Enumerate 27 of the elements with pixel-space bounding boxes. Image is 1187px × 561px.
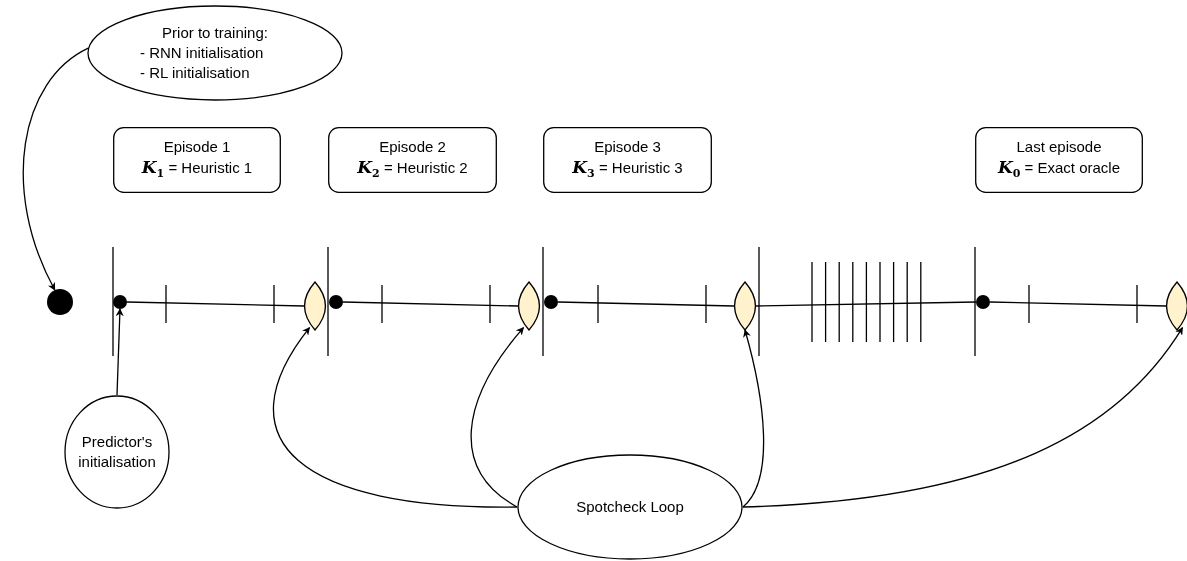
dot-marker [544,295,558,309]
ellipse-node: Predictor's initialisation [64,395,170,509]
timeline-line [989,301,1167,307]
episode-box: Episode 3 K$_{3}$ = Heuristic 3 [543,127,712,193]
arrow [273,326,518,508]
episode-box: Episode 2 K$_{2}$ = Heuristic 2 [328,127,497,193]
episode-box: Last episode K$_{0}$ = Exact oracle [975,127,1143,193]
ellipse-node: Prior to training: - RNN initialisation - RL initialisation [87,5,343,101]
ellipse-node: Spotcheck Loop [517,454,743,560]
lens-shape [1166,282,1187,330]
timeline-line [557,301,735,307]
timeline-line [126,301,305,307]
arrow [22,47,89,291]
dot-marker [976,295,990,309]
lens-shape [304,282,326,330]
arrow [742,329,765,508]
arrow [470,326,525,508]
arrow [115,308,124,396]
dot-marker [113,295,127,309]
timeline-line [342,301,519,307]
dot-marker [329,295,343,309]
timeline-line [755,301,977,307]
lens-shape [518,282,540,330]
episode-box: Episode 1 K$_{1}$ = Heuristic 1 [113,127,281,193]
lens-shape [734,282,756,330]
arrow [742,326,1184,508]
dot-marker [47,289,73,315]
